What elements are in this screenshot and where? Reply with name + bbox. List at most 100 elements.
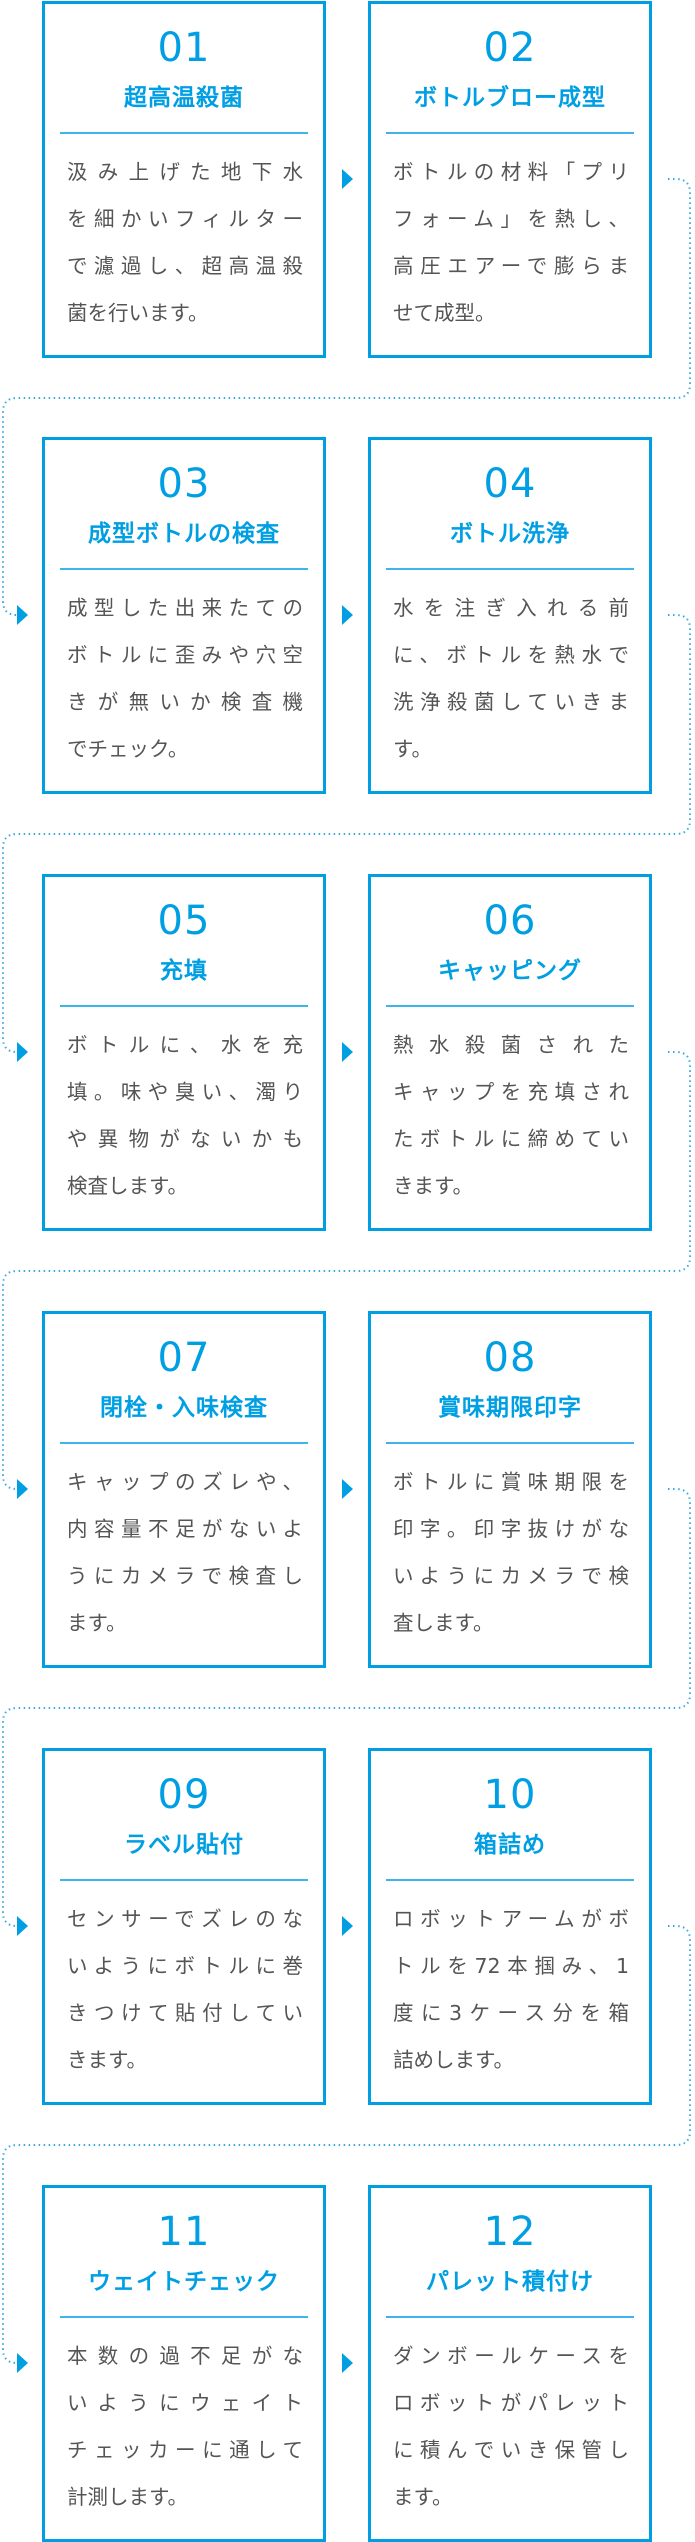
description-line: ます。 [67, 1611, 127, 1635]
step-title: 閉栓・入味検査 [100, 1395, 268, 1421]
description-line: 査します。 [393, 1611, 494, 1635]
divider [60, 568, 308, 570]
description-line: キャップのズレや、 [67, 1470, 303, 1494]
description-line: センサーでズレのな [67, 1907, 303, 1931]
description-line: 高圧エアーで膨らま [393, 254, 629, 278]
description-line: ダンボールケースを [393, 2344, 629, 2368]
step-description: 成型した出来たてのボトルに歪みや穴空きが無いか検査機でチェック。 [67, 586, 303, 774]
description-line: に積んでいき保管し [393, 2438, 629, 2462]
step-card-01: 01 超高温殺菌汲み上げた地下水を細かいフィルターで濾過し、超高温殺菌を行います。 [42, 1, 326, 358]
description-line: いようにカメラで検 [393, 1564, 629, 1588]
step-description: センサーでズレのないようにボトルに巻きつけて貼付していきます。 [67, 1897, 303, 2085]
step-title: ウェイトチェック [88, 2269, 280, 2295]
description-line: きが無いか検査機 [67, 690, 303, 714]
description-line: 洗浄殺菌していきま [393, 690, 629, 714]
step-title: ボトル洗浄 [450, 521, 570, 547]
description-line: 填。味や臭い、濁り [67, 1080, 303, 1104]
arrow-right-icon [17, 1479, 28, 1499]
step-description: ダンボールケースをロボットがパレットに積んでいき保管します。 [393, 2334, 629, 2522]
arrow-right-icon [342, 1916, 353, 1936]
description-line: 菌を行います。 [67, 301, 209, 325]
divider [60, 132, 308, 134]
description-line: 計測します。 [67, 2485, 188, 2509]
description-line: せて成型。 [393, 301, 496, 325]
step-description: 熱水殺菌されたキャップを充填されたボトルに締めていきます。 [393, 1023, 629, 1211]
step-title: 賞味期限印字 [438, 1395, 582, 1421]
step-card-12: 12 パレット積付けダンボールケースをロボットがパレットに積んでいき保管します。 [368, 2185, 652, 2542]
step-card-06: 06 キャッピング熱水殺菌されたキャップを充填されたボトルに締めていきます。 [368, 874, 652, 1231]
divider [386, 1442, 634, 1444]
description-line: で濾過し、超高温殺 [67, 254, 303, 278]
step-title: キャッピング [438, 958, 582, 984]
step-number: 12 [483, 2209, 537, 2255]
divider [386, 132, 634, 134]
divider [386, 1005, 634, 1007]
description-line: きつけて貼付してい [67, 2001, 303, 2025]
step-title: 超高温殺菌 [124, 85, 244, 111]
description-line: を細かいフィルター [67, 207, 303, 231]
description-line: に、ボトルを熱水で [393, 643, 629, 667]
description-line: ます。 [393, 2485, 453, 2509]
description-line: 熱水殺菌された [393, 1033, 629, 1057]
description-line: でチェック。 [67, 737, 189, 761]
description-line: や異物がないかも [67, 1127, 303, 1151]
description-line: 印字。印字抜けがな [393, 1517, 629, 1541]
description-line: 本数の過不足がな [67, 2344, 303, 2368]
description-line: 詰めします。 [393, 2048, 514, 2072]
step-title: パレット積付け [426, 2269, 594, 2295]
arrow-right-icon [17, 1916, 28, 1936]
description-line: いようにウェイト [67, 2391, 303, 2415]
step-title: ラベル貼付 [124, 1832, 244, 1858]
description-line: ボトルの材料「プリ [393, 160, 629, 184]
step-number: 05 [157, 898, 211, 944]
divider [60, 1005, 308, 1007]
description-line: たボトルに締めてい [393, 1127, 629, 1151]
step-number: 03 [157, 461, 211, 507]
step-number: 02 [483, 25, 537, 71]
step-number: 07 [157, 1335, 211, 1381]
description-line: うにカメラで検査し [67, 1564, 303, 1588]
step-number: 11 [157, 2209, 211, 2255]
step-number: 04 [483, 461, 537, 507]
step-number: 10 [483, 1772, 537, 1818]
step-number: 09 [157, 1772, 211, 1818]
description-line: キャップを充填され [393, 1080, 629, 1104]
step-description: 水を注ぎ入れる前に、ボトルを熱水で洗浄殺菌していきます。 [393, 586, 629, 774]
description-line: きます。 [393, 1174, 473, 1198]
arrow-right-icon [342, 605, 353, 625]
step-number: 01 [157, 25, 211, 71]
step-description: キャップのズレや、内容量不足がないようにカメラで検査します。 [67, 1460, 303, 1648]
divider [60, 1442, 308, 1444]
description-line: チェッカーに通して [67, 2438, 303, 2462]
divider [60, 2316, 308, 2318]
step-description: ボトルの材料「プリフォーム」を熱し、高圧エアーで膨らませて成型。 [393, 150, 629, 338]
description-line: いようにボトルに巻 [67, 1954, 303, 1978]
divider [60, 1879, 308, 1881]
step-description: ボトルに賞味期限を印字。印字抜けがないようにカメラで検査します。 [393, 1460, 629, 1648]
description-line: 検査します。 [67, 1174, 188, 1198]
description-line: 水を注ぎ入れる前 [393, 596, 629, 620]
step-description: 汲み上げた地下水を細かいフィルターで濾過し、超高温殺菌を行います。 [67, 150, 303, 338]
description-line: す。 [393, 737, 432, 761]
divider [386, 2316, 634, 2318]
step-title: 箱詰め [474, 1832, 546, 1858]
divider [386, 1879, 634, 1881]
description-line: ボトルに、水を充 [67, 1033, 303, 1057]
step-number: 06 [483, 898, 537, 944]
step-title: 充填 [160, 958, 208, 984]
description-line: フォーム」を熱し、 [393, 207, 629, 231]
description-line: ロボットアームがボ [393, 1907, 629, 1931]
description-line: 成型した出来たての [67, 596, 303, 620]
description-line: 内容量不足がないよ [67, 1517, 303, 1541]
step-description: 本数の過不足がないようにウェイトチェッカーに通して計測します。 [67, 2334, 303, 2522]
arrow-right-icon [342, 1479, 353, 1499]
description-line: ボトルに賞味期限を [393, 1470, 629, 1494]
description-line: 度に3ケース分を箱 [393, 2001, 629, 2025]
